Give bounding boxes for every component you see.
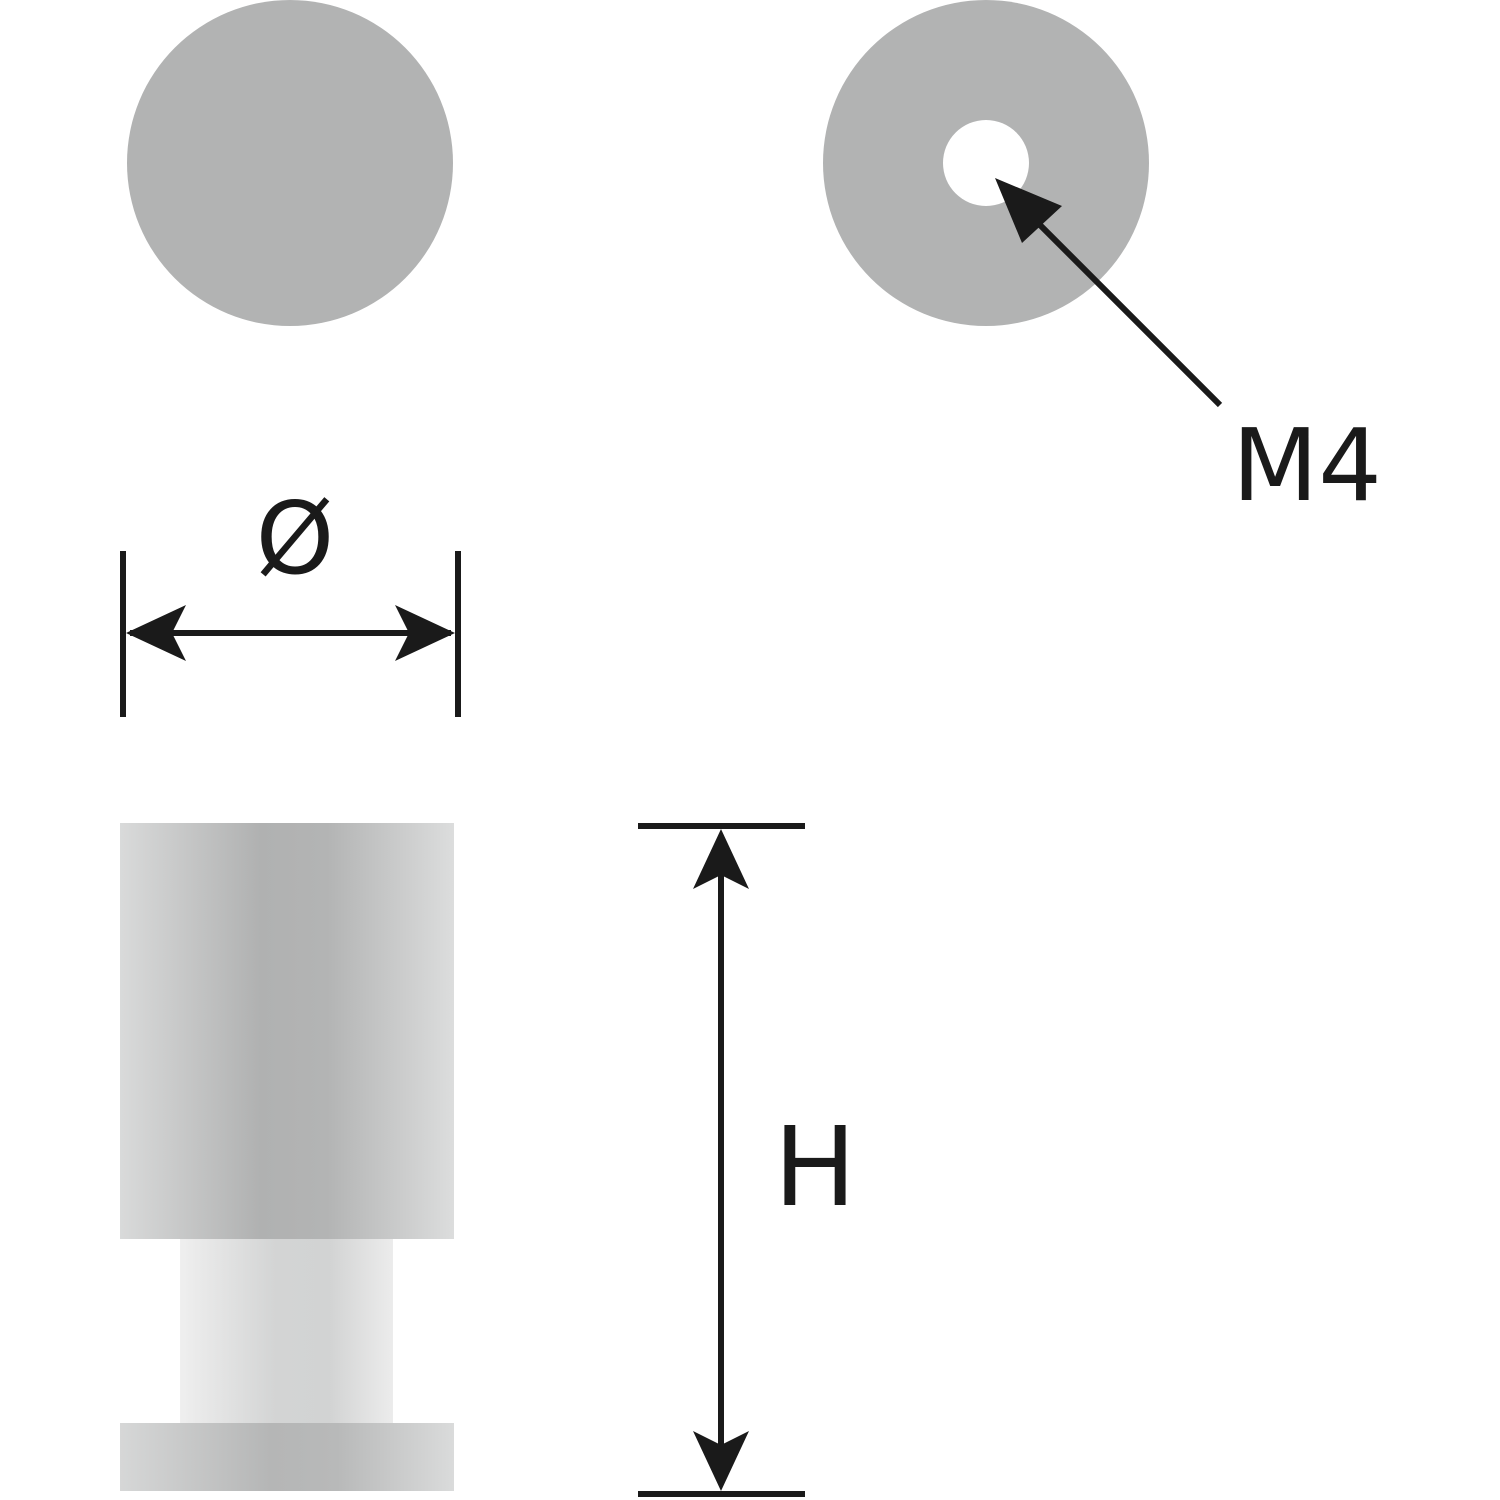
side-view-neck [180,1239,393,1423]
height-arrow-top [693,829,749,889]
diameter-arrow-left [126,605,186,661]
side-view-cap [120,823,454,1239]
side-view-base [120,1423,454,1491]
height-label: H [774,1103,857,1231]
diameter-label: Ø [256,480,335,597]
height-arrow-bottom [693,1431,749,1491]
thread-leader-arrowhead [995,178,1062,243]
thread-size-label: M4 [1232,407,1382,524]
diameter-arrow-right [395,605,455,661]
thread-leader-line [1022,207,1223,408]
top-view-solid-disc [127,0,453,326]
